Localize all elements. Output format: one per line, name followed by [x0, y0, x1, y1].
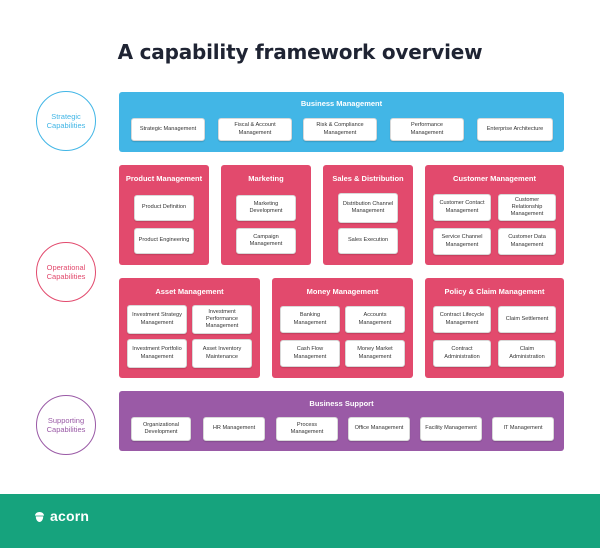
- product-management-title: Product Management: [125, 174, 203, 183]
- investment-strategy-management-cell: Investment Strategy Management: [127, 305, 187, 334]
- page-title: A capability framework overview: [117, 40, 483, 64]
- enterprise-architecture-cell: Enterprise Architecture: [477, 118, 553, 141]
- investment-performance-management-cell: Investment Performance Management: [192, 305, 252, 334]
- business-support-title: Business Support: [309, 399, 374, 408]
- distribution-channel-management-cell: Distribution Channel Management: [338, 193, 398, 223]
- sales-distribution-title: Sales & Distribution: [332, 174, 404, 183]
- asset-inventory-maintenance-cell: Asset Inventory Maintenance: [192, 339, 252, 368]
- money-management-title: Money Management: [306, 287, 379, 296]
- asset-management-title: Asset Management: [155, 287, 224, 296]
- organizational-development-cell: Organizational Development: [131, 417, 191, 441]
- footer-bar: acorn: [0, 494, 600, 548]
- marketing-title: Marketing: [248, 174, 284, 183]
- product-definition-cell: Product Definition: [134, 195, 194, 221]
- contract-administration-cell: Contract Administration: [433, 340, 491, 367]
- policy-claim-management-title: Policy & Claim Management: [444, 287, 545, 296]
- risk-compliance-management-cell: Risk & Compliance Management: [303, 118, 377, 141]
- acorn-icon: [34, 510, 45, 522]
- strategic-capabilities-label: Strategic Capabilities: [46, 111, 86, 130]
- operational-capabilities-label: Operational Capabilities: [46, 262, 86, 281]
- policy-claim-management-panel: Policy & Claim Management Contract Lifec…: [425, 278, 564, 378]
- business-management-panel: Business Management Strategic Management…: [119, 92, 564, 152]
- it-management-cell: IT Management: [492, 417, 554, 441]
- marketing-panel: Marketing Marketing Development Campaign…: [221, 165, 311, 265]
- accounts-management-cell: Accounts Management: [345, 306, 405, 333]
- product-engineering-cell: Product Engineering: [134, 228, 194, 254]
- process-management-cell: Process Management: [276, 417, 338, 441]
- contract-lifecycle-management-cell: Contract Lifecycle Management: [433, 306, 491, 333]
- performance-management-cell: Performance Management: [390, 118, 464, 141]
- customer-relationship-management-cell: Customer Relationship Management: [498, 194, 556, 221]
- money-management-panel: Money Management Banking Management Acco…: [272, 278, 413, 378]
- acorn-logo: acorn: [34, 508, 89, 524]
- supporting-capabilities-circle: Supporting Capabilities: [36, 395, 96, 455]
- claim-administration-cell: Claim Administration: [498, 340, 556, 367]
- product-management-panel: Product Management Product Definition Pr…: [119, 165, 209, 265]
- hr-management-cell: HR Management: [203, 417, 265, 441]
- facility-management-cell: Facility Management: [420, 417, 482, 441]
- cash-flow-management-cell: Cash Flow Management: [280, 340, 340, 367]
- acorn-logo-text: acorn: [50, 508, 90, 524]
- campaign-management-cell: Campaign Management: [236, 228, 296, 254]
- money-market-management-cell: Money Market Management: [345, 340, 405, 367]
- business-support-panel: Business Support Organizational Developm…: [119, 391, 564, 451]
- asset-management-panel: Asset Management Investment Strategy Man…: [119, 278, 260, 378]
- supporting-capabilities-label: Supporting Capabilities: [46, 415, 86, 434]
- office-management-cell: Office Management: [348, 417, 410, 441]
- customer-management-title: Customer Management: [453, 174, 536, 183]
- investment-portfolio-management-cell: Investment Portfolio Management: [127, 339, 187, 368]
- marketing-development-cell: Marketing Development: [236, 195, 296, 221]
- service-channel-management-cell: Service Channel Management: [433, 228, 491, 255]
- sales-execution-cell: Sales Execution: [338, 228, 398, 254]
- operational-capabilities-circle: Operational Capabilities: [36, 242, 96, 302]
- business-management-title: Business Management: [300, 99, 383, 108]
- banking-management-cell: Banking Management: [280, 306, 340, 333]
- customer-management-panel: Customer Management Customer Contact Man…: [425, 165, 564, 265]
- customer-data-management-cell: Customer Data Management: [498, 228, 556, 255]
- customer-contact-management-cell: Customer Contact Management: [433, 194, 491, 221]
- strategic-management-cell: Strategic Management: [131, 118, 205, 141]
- fiscal-account-management-cell: Fiscal & Account Management: [218, 118, 292, 141]
- sales-distribution-panel: Sales & Distribution Distribution Channe…: [323, 165, 413, 265]
- claim-settlement-cell: Claim Settlement: [498, 306, 556, 333]
- strategic-capabilities-circle: Strategic Capabilities: [36, 91, 96, 151]
